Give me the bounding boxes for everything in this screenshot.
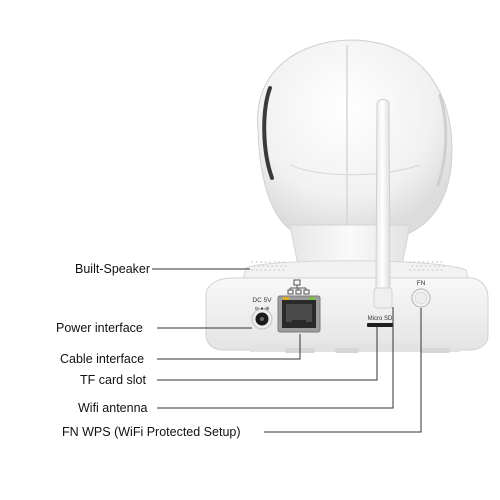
speaker-hole: [413, 269, 416, 271]
speaker-hole: [424, 265, 427, 267]
speaker-hole: [422, 261, 425, 263]
speaker-hole: [280, 265, 283, 267]
callout-wifi-antenna: Wifi antenna: [78, 401, 148, 415]
callout-power-interface: Power interface: [56, 321, 143, 335]
speaker-hole: [273, 261, 276, 263]
speaker-hole: [409, 261, 411, 263]
speaker-hole: [273, 269, 276, 271]
speaker-hole: [429, 265, 432, 267]
ethernet-port: [277, 279, 321, 333]
speaker-hole: [422, 269, 425, 271]
camera-base: [205, 260, 489, 353]
microsd-label: Micro SD: [368, 316, 393, 322]
speaker-hole: [278, 261, 280, 263]
speaker-hole: [264, 269, 267, 271]
speaker-hole: [260, 261, 262, 263]
speaker-hole: [282, 261, 285, 263]
speaker-hole: [431, 269, 434, 271]
speaker-hole: [269, 269, 271, 271]
leader-lines: [152, 268, 422, 433]
speaker-grille-right: [409, 261, 445, 271]
speaker-hole: [420, 265, 423, 267]
speaker-hole: [257, 265, 260, 267]
dc-power-jack: DC 5V ⊖-●-⊕: [251, 297, 273, 330]
speaker-hole: [255, 261, 258, 263]
leader-tf-card-slot: [157, 326, 378, 381]
callout-tf-card-slot: TF card slot: [80, 373, 146, 387]
camera-head: [257, 39, 453, 236]
speaker-hole: [266, 265, 269, 267]
speaker-hole: [427, 269, 429, 271]
microsd-slot: Micro SD: [367, 316, 393, 327]
speaker-hole: [431, 261, 434, 263]
speaker-hole: [433, 265, 436, 267]
speaker-hole: [409, 269, 411, 271]
speaker-hole: [442, 265, 445, 267]
speaker-hole: [269, 261, 271, 263]
speaker-hole: [282, 269, 285, 271]
callout-built-speaker: Built-Speaker: [75, 262, 151, 276]
speaker-hole: [251, 269, 253, 271]
head-dark-edge: [262, 86, 274, 180]
speaker-hole: [264, 261, 267, 263]
speaker-hole: [271, 265, 274, 267]
speaker-hole: [251, 261, 253, 263]
speaker-hole: [436, 261, 438, 263]
speaker-hole: [253, 265, 256, 267]
leader-fn-wps: [264, 308, 422, 433]
callout-cable-interface: Cable interface: [60, 352, 145, 366]
speaker-hole: [260, 269, 262, 271]
speaker-hole: [415, 265, 418, 267]
speaker-hole: [427, 261, 429, 263]
speaker-hole: [440, 269, 443, 271]
leader-cable-interface: [157, 334, 301, 360]
speaker-hole: [255, 269, 258, 271]
speaker-hole: [438, 265, 441, 267]
callout-fn-wps: FN WPS (WiFi Protected Setup): [62, 425, 241, 439]
wifi-antenna-body: [373, 99, 393, 309]
speaker-grille-left: [251, 261, 287, 271]
led-yellow: [283, 297, 289, 300]
speaker-hole: [413, 261, 416, 263]
speaker-hole: [284, 265, 287, 267]
fn-label: FN: [417, 280, 426, 287]
network-icon: [287, 279, 310, 295]
speaker-hole: [275, 265, 278, 267]
speaker-hole: [418, 261, 420, 263]
speaker-hole: [440, 261, 443, 263]
leader-wifi-antenna: [157, 307, 394, 409]
speaker-hole: [436, 269, 438, 271]
speaker-hole: [262, 265, 265, 267]
dc-label: DC 5V: [252, 297, 272, 304]
speaker-hole: [418, 269, 420, 271]
led-green: [309, 297, 315, 300]
speaker-hole: [411, 265, 414, 267]
fn-button: FN: [411, 280, 431, 308]
speaker-hole: [278, 269, 280, 271]
dc-polarity-symbol: ⊖-●-⊕: [255, 306, 270, 312]
